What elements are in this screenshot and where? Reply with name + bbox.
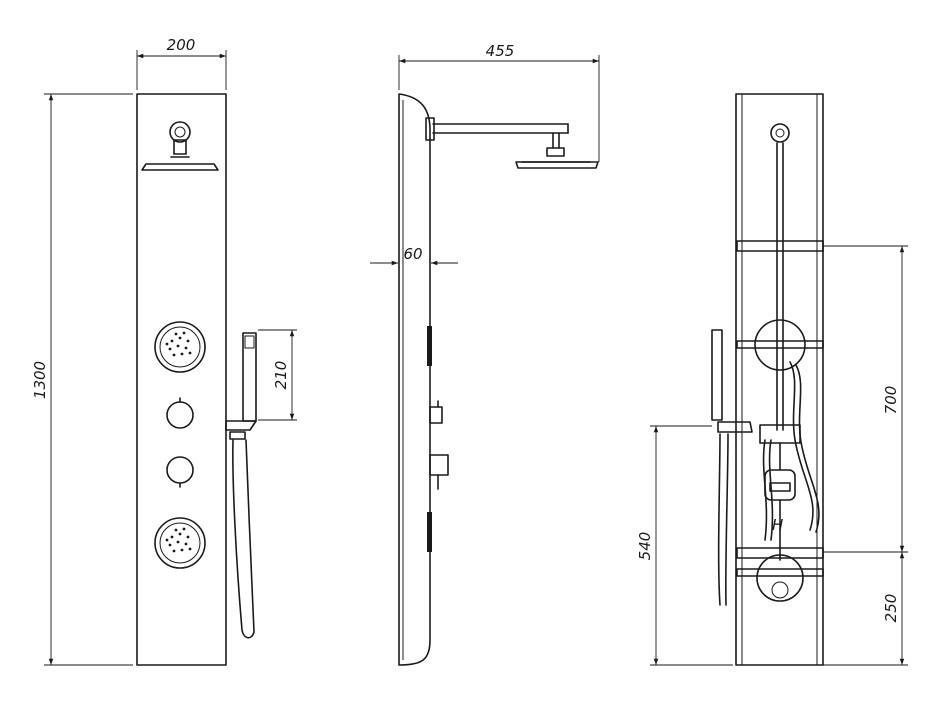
front-body-jet-upper <box>154 321 206 373</box>
rear-panel-outline <box>735 93 824 666</box>
dim-label-rear-upper-spacing: 700 <box>882 386 900 415</box>
front-thermostat-knob <box>166 456 194 488</box>
dim-rear-outlet-height: 540 <box>636 425 733 666</box>
side-outlets <box>427 326 449 552</box>
side-panel-outline <box>398 93 431 666</box>
dim-label-total-height: 1300 <box>31 361 49 399</box>
front-panel-outline <box>136 93 227 666</box>
dim-label-rear-lower-spacing: 250 <box>882 594 900 623</box>
front-body-jet-lower <box>154 517 206 569</box>
rear-hoses <box>762 361 820 541</box>
rear-valve-disc-lower <box>736 554 824 602</box>
front-rain-head <box>141 121 219 171</box>
rear-top-elbow <box>770 123 790 143</box>
dim-label-handshower-length: 210 <box>272 361 290 390</box>
dim-label-rear-outlet-height: 540 <box>636 532 654 561</box>
dim-label-side-depth: 60 <box>403 245 422 263</box>
dim-side-depth: 60 <box>370 245 458 266</box>
rear-bracket-lower <box>736 547 824 559</box>
front-view: 200 1300 210 <box>31 36 297 666</box>
dim-handshower-length: 210 <box>258 329 297 421</box>
dim-rear-lower-spacing: 250 <box>823 552 908 666</box>
dim-label-front-width: 200 <box>167 36 196 54</box>
front-hand-shower <box>225 332 257 639</box>
dim-label-side-arm-reach: 455 <box>486 42 515 60</box>
dim-total-height: 1300 <box>31 93 133 666</box>
side-view: 455 60 <box>370 42 600 666</box>
front-diverter-knob <box>166 397 194 429</box>
side-shower-arm <box>425 117 599 169</box>
rear-valve-block: H <box>759 424 801 561</box>
rear-bracket-upper <box>736 240 824 252</box>
rear-handshower-outlet <box>711 329 753 606</box>
rear-valve-mark: H <box>772 516 783 534</box>
rear-view: H 700 250 <box>636 93 908 666</box>
dim-side-arm-reach: 455 <box>398 42 600 162</box>
dim-front-width: 200 <box>136 36 227 90</box>
rear-valve-disc-upper <box>736 319 824 371</box>
dim-rear-upper-spacing: 700 <box>823 245 908 553</box>
